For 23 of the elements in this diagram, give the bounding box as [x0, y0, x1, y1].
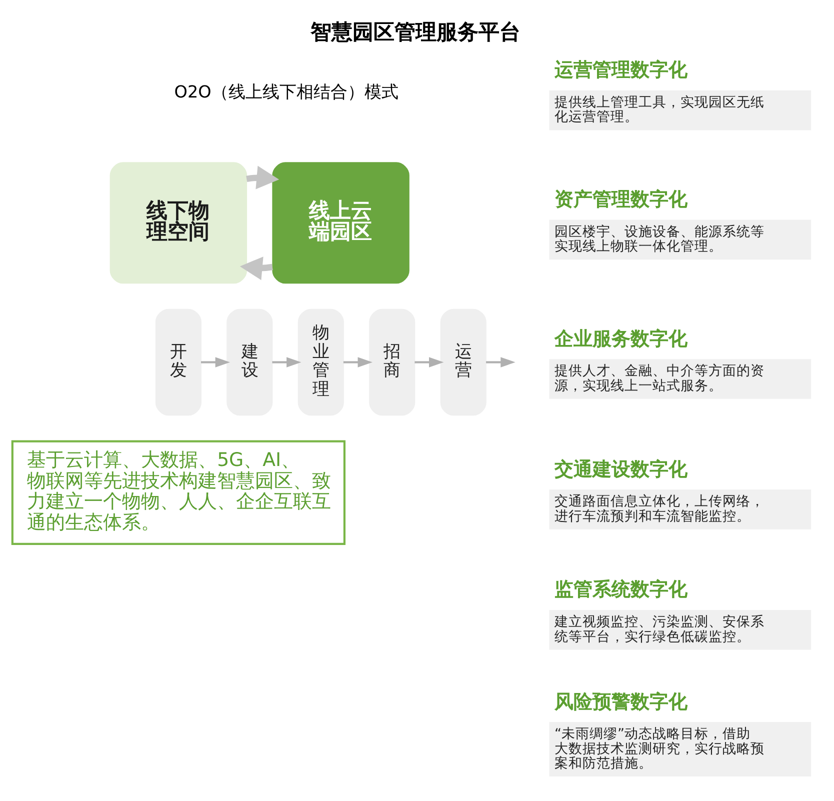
- label: O2O（线上线下相结合）模式: [174, 81, 398, 102]
- node-box: 基于云计算、大数据、5G、AI、物联网等先进技术构建智慧园区、致力建立一个物物、人人、企企互联互通的生态体系。: [11, 440, 346, 545]
- arrow: [200, 356, 230, 367]
- node-box: 物业管理: [298, 308, 344, 416]
- node-label: 运营管理数字化: [554, 60, 688, 81]
- arrow: [486, 356, 516, 367]
- arrow: [414, 356, 444, 367]
- arrow: [246, 165, 280, 189]
- diagram-title: 智慧园区管理服务平台: [310, 20, 521, 44]
- node-label: 监管系统数字化: [554, 579, 688, 600]
- node-label: 企业服务数字化: [554, 328, 688, 350]
- node-box: 运营: [440, 308, 486, 416]
- node-label: 资产管理数字化: [554, 189, 688, 210]
- arrow: [240, 256, 273, 280]
- node-label: 风险预警数字化: [554, 691, 688, 712]
- node-box: 线上云端园区: [272, 162, 410, 284]
- node-box: 建设: [226, 308, 273, 416]
- arrow: [343, 356, 372, 367]
- node-box: 线下物理空间: [110, 162, 248, 284]
- node-box: 开发: [155, 308, 202, 416]
- node-label: 交通建设数字化: [554, 458, 688, 480]
- node-box: 招商: [369, 308, 416, 416]
- arrow: [272, 356, 302, 367]
